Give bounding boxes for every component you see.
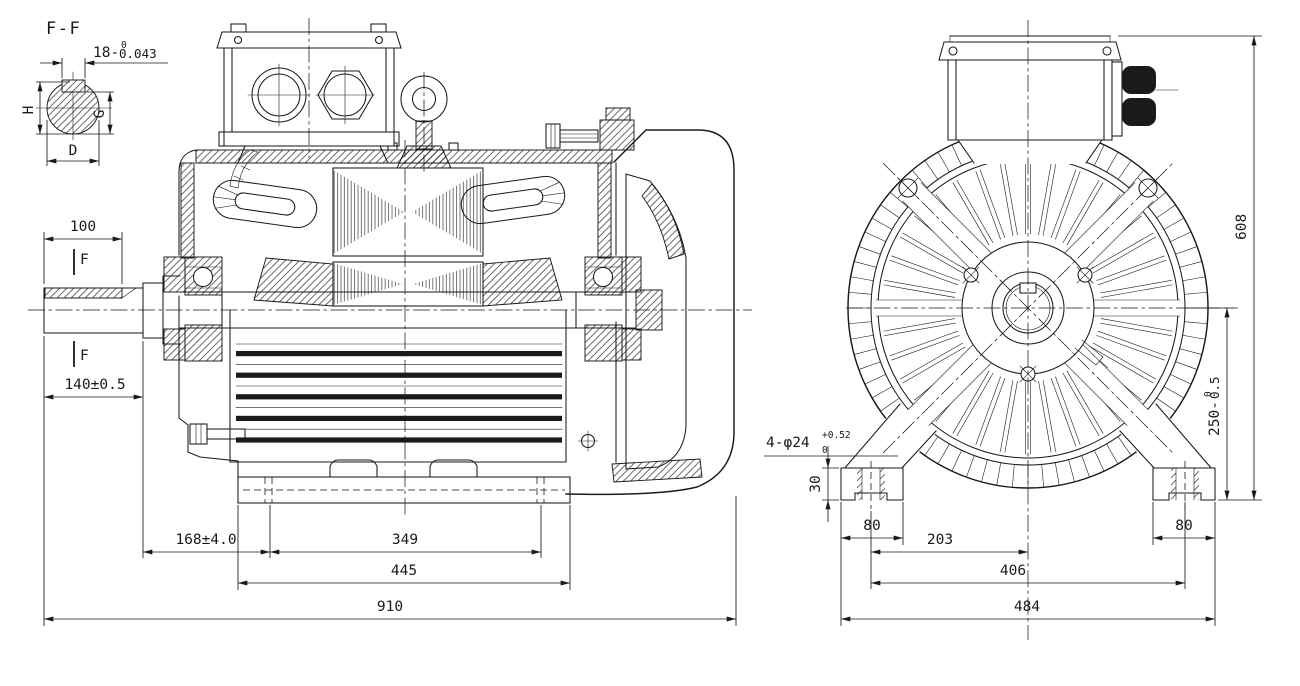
dim-base-length: 445 — [237, 505, 571, 590]
svg-text:140±0.5: 140±0.5 — [64, 377, 125, 393]
bearing-cap — [163, 256, 186, 293]
svg-text:F: F — [80, 252, 89, 268]
svg-text:30: 30 — [808, 475, 824, 492]
fan-blade — [641, 183, 685, 260]
dim-shaft-center-height: 250- 0 0.5 — [1192, 307, 1234, 500]
rear-bearing — [584, 256, 642, 362]
cable-gland — [1122, 98, 1156, 126]
svg-text:+0.52: +0.52 — [822, 430, 851, 441]
foot-holes-hidden — [264, 477, 545, 503]
rotor-end-ring — [253, 257, 334, 307]
svg-text:80: 80 — [863, 518, 880, 534]
dim-center-to-hole: 203 — [870, 511, 1028, 558]
svg-text:80: 80 — [1175, 518, 1192, 534]
top-rear-fittings — [545, 107, 635, 151]
ff-section-detail: F-F 18- 0 0.043 H G D — [21, 19, 168, 166]
svg-text:203: 203 — [927, 532, 953, 548]
grease-fitting — [1074, 339, 1109, 369]
base-plate — [237, 476, 571, 504]
dim-shoulder-to-foot-hole: 168±4.0 — [142, 404, 271, 558]
dim-foot-width-right: 80 — [1152, 502, 1216, 545]
svg-text:100: 100 — [70, 219, 96, 235]
svg-text:0.043: 0.043 — [119, 46, 157, 61]
conduit — [229, 149, 259, 189]
rotor-end-ring — [482, 257, 563, 307]
end-winding-right — [460, 175, 566, 225]
dim-overall-width: 484 — [840, 545, 1216, 626]
lid-screw — [374, 35, 384, 45]
svg-text:D: D — [69, 143, 78, 159]
svg-text:608: 608 — [1234, 214, 1250, 240]
dim-shaft-d: D — [46, 120, 100, 166]
svg-text:406: 406 — [1000, 563, 1026, 579]
front-endshield — [180, 162, 195, 259]
dim-overall-length: 910 — [43, 404, 737, 626]
svg-text:18-: 18- — [93, 45, 119, 61]
front-bearing — [163, 256, 223, 362]
svg-text:168±4.0: 168±4.0 — [175, 532, 236, 548]
foot-left — [840, 403, 937, 509]
frame-bolt — [448, 142, 459, 151]
dim-foot-hole-spacing: 349 — [270, 505, 542, 558]
dim-shaft-length: 140±0.5 — [43, 336, 144, 404]
section-cut-marks: F F — [73, 249, 89, 367]
dim-foot-pad-height: 30 — [808, 446, 839, 522]
svg-text:484: 484 — [1014, 599, 1040, 615]
cooling-fins — [189, 309, 567, 463]
lid-screw — [948, 46, 958, 56]
dim-overall-height: 608 — [1118, 35, 1262, 501]
dim-shaft-g: G — [76, 91, 114, 135]
dim-foot-holes: 4-φ24 +0.52 0 — [764, 430, 898, 457]
radial-fin-ticks — [848, 128, 1208, 488]
svg-text:0.5: 0.5 — [1207, 376, 1222, 399]
bearing-ball — [592, 266, 614, 288]
dim-hole-spacing: 406 — [870, 502, 1186, 589]
svg-text:349: 349 — [392, 532, 418, 548]
bearing-ball — [192, 266, 214, 288]
rotor-core — [253, 257, 563, 307]
terminal-box-front — [938, 35, 1179, 164]
svg-text:445: 445 — [391, 563, 417, 579]
section-label: F-F — [46, 19, 81, 39]
svg-text:G: G — [92, 110, 108, 119]
svg-text:0: 0 — [822, 445, 828, 456]
svg-text:0: 0 — [121, 40, 127, 51]
end-winding-left — [212, 179, 318, 229]
fan-cover — [565, 129, 735, 496]
dim-key-width: 18- 0 0.043 — [40, 40, 168, 78]
base — [237, 459, 571, 504]
dim-shaft-h: H — [21, 81, 70, 135]
terminal-box-lid — [938, 41, 1122, 61]
lid-screw — [233, 35, 243, 45]
svg-text:910: 910 — [377, 599, 403, 615]
dim-keyway-length: 100 — [43, 219, 123, 284]
svg-text:0: 0 — [1203, 391, 1214, 397]
svg-text:250-: 250- — [1207, 401, 1223, 436]
svg-text:H: H — [21, 106, 37, 115]
foot-right — [1119, 403, 1216, 509]
diagonal-centerline — [882, 162, 1174, 454]
side-view: 100 F F 140±0.5 168±4.0 349 445 — [28, 18, 752, 626]
shaft-keyway — [44, 287, 123, 299]
cable-gland — [1122, 66, 1156, 94]
bearing-cap — [621, 256, 642, 293]
front-view: 608 250- 0 0.5 4-φ24 +0.52 0 30 — [764, 20, 1262, 640]
svg-text:4-φ24: 4-φ24 — [766, 435, 810, 451]
rear-endshield — [597, 162, 612, 259]
shaft — [43, 275, 637, 345]
key-section — [61, 79, 86, 93]
dim-foot-width-left: 80 — [840, 502, 904, 545]
svg-text:F: F — [80, 348, 89, 364]
lid-screw — [1102, 46, 1112, 56]
